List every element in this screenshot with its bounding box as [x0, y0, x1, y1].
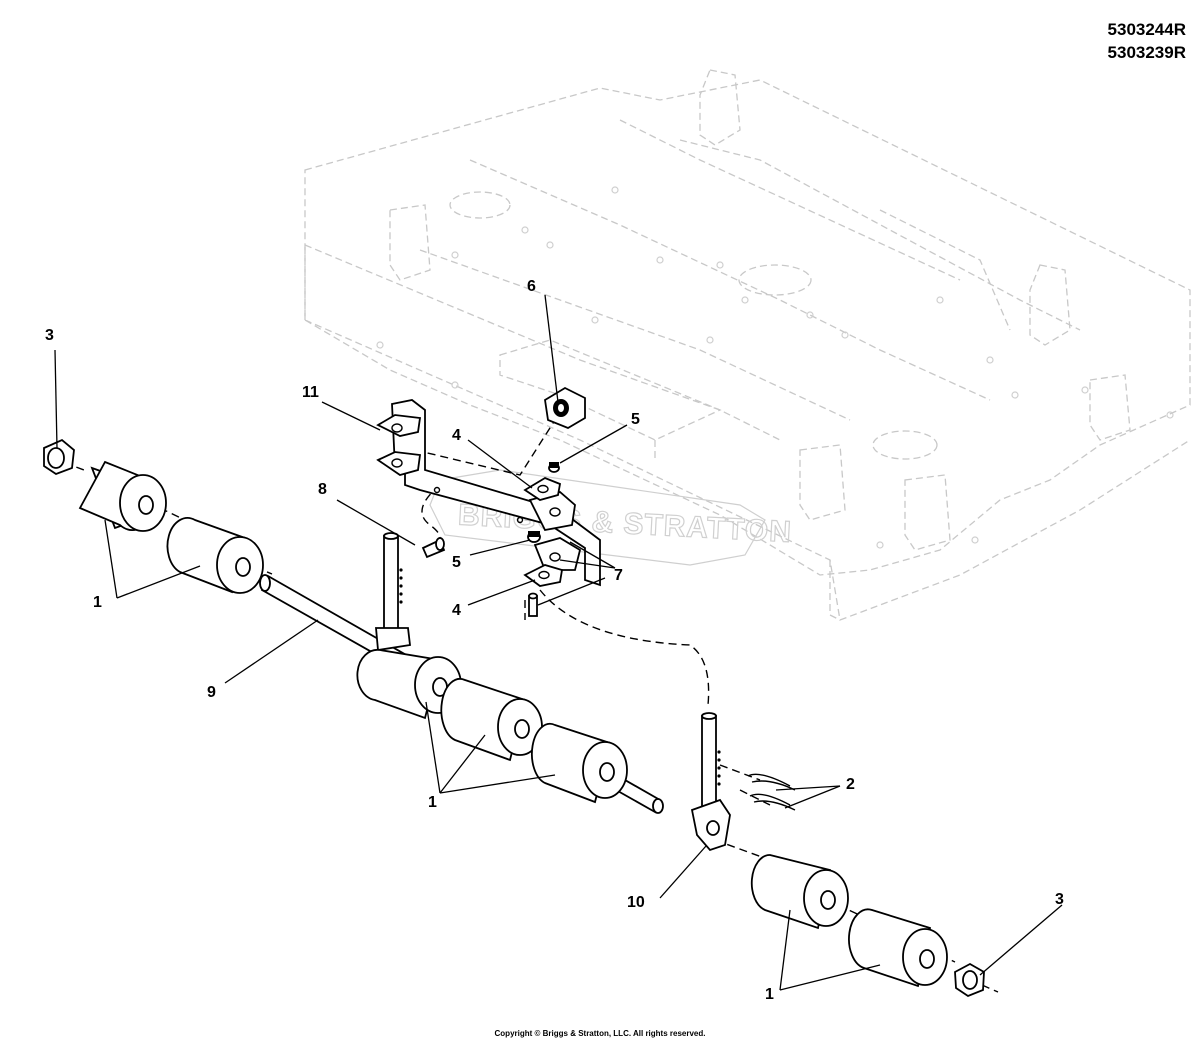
- callout-10: 10: [627, 894, 645, 911]
- callout-1-left: 1: [93, 594, 102, 611]
- callout-6: 6: [527, 278, 536, 295]
- callout-3-left: 3: [45, 327, 54, 344]
- locknut-upper: [548, 462, 560, 473]
- part-number-2: 5303239R: [1107, 43, 1186, 62]
- callout-1-right: 1: [765, 986, 774, 1003]
- callout-2: 2: [846, 776, 855, 793]
- callout-7: 7: [614, 567, 623, 584]
- roller-1-right-outer: [848, 908, 948, 988]
- hex-nut-right: [954, 962, 985, 998]
- roller-1-right-inner: [750, 854, 849, 930]
- carriage-bolt: [421, 537, 446, 559]
- washer-upper: [523, 476, 562, 501]
- callout-8: 8: [318, 481, 327, 498]
- callout-4-upper: 4: [452, 427, 461, 444]
- height-adjust-pin-right: [690, 712, 731, 852]
- callout-5-upper: 5: [631, 411, 640, 428]
- callout-3-right: 3: [1055, 891, 1064, 908]
- roller-mount-bracket: [376, 399, 601, 587]
- roller-1-center-a: [356, 648, 462, 720]
- roller-1-left-outer: [78, 460, 167, 532]
- lower-bolt: [528, 592, 538, 617]
- roller-1-left-inner: [166, 517, 264, 594]
- washer-lower: [523, 564, 564, 587]
- part-number-block: 5303244R 5303239R: [1108, 18, 1186, 64]
- roller-1-center-b: [440, 677, 543, 762]
- locknut-lower: [527, 531, 541, 543]
- hairpin-clips: [747, 773, 796, 811]
- roller-1-center-c: [531, 722, 628, 804]
- hex-nut-left: [43, 438, 75, 476]
- callout-1-center: 1: [428, 794, 437, 811]
- callout-5-lower: 5: [452, 554, 461, 571]
- callout-9: 9: [207, 684, 216, 701]
- height-adjust-pin-left: [375, 532, 411, 652]
- copyright-notice: Copyright © Briggs & Stratton, LLC. All …: [494, 1029, 706, 1038]
- callout-leaders: [54, 294, 1063, 991]
- callout-4-lower: 4: [452, 602, 461, 619]
- mower-deck-ghost: BRIGGS & STRATTON: [304, 69, 1191, 621]
- callout-11: 11: [302, 384, 319, 401]
- cam-bushing: [544, 386, 586, 429]
- callout-labels: 3 1 9 1 11 8 6 4 5 5 7 4 2 10 1 3: [45, 278, 1064, 1003]
- part-number-1: 5303244R: [1107, 20, 1186, 39]
